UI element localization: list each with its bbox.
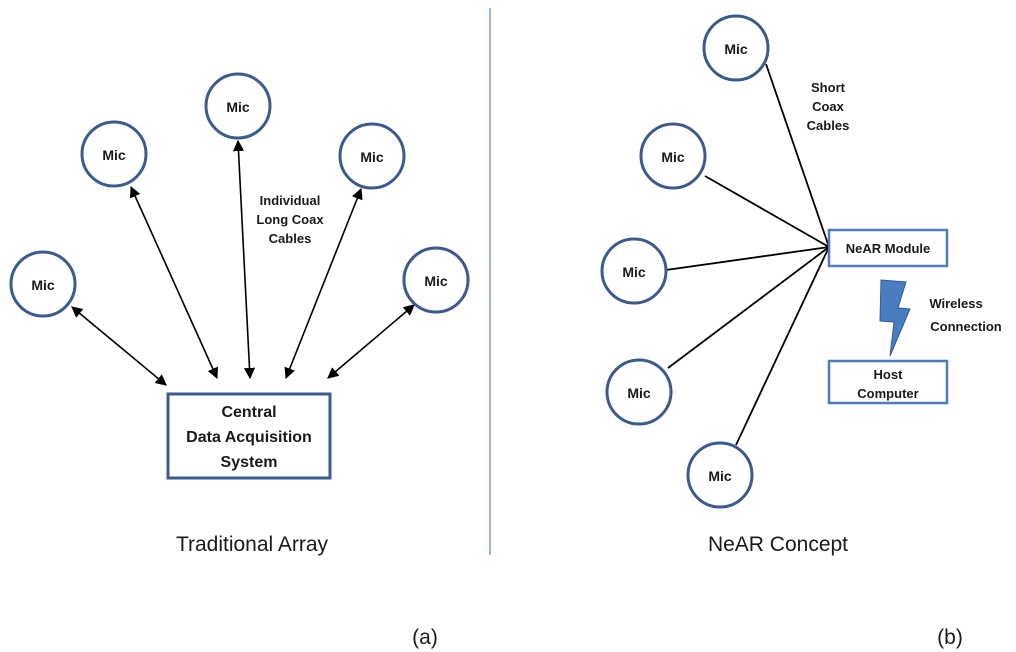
mic-a3: Mic <box>204 72 272 140</box>
mic-label: Mic <box>31 277 55 293</box>
mic-label: Mic <box>661 149 685 165</box>
svg-text:Connection: Connection <box>930 319 1002 334</box>
mic-b2: Mic <box>639 122 707 190</box>
caption-near: NeAR Concept <box>708 533 848 556</box>
wireless-label: Wireless Connection <box>929 296 1001 334</box>
mic-a4: Mic <box>338 122 406 190</box>
near-module-box: NeAR Module <box>827 228 949 268</box>
mic-b1: Mic <box>702 14 770 82</box>
mic-b3: Mic <box>600 237 668 305</box>
mic-label: Mic <box>724 41 748 57</box>
mic-label: Mic <box>622 264 646 280</box>
caption-traditional: Traditional Array <box>176 533 329 556</box>
svg-text:Long Coax: Long Coax <box>256 212 324 227</box>
mic-label: Mic <box>627 385 651 401</box>
short-coax-label: Short Coax Cables <box>807 80 850 133</box>
coax-line-1 <box>765 63 830 248</box>
cable-arrow-2 <box>130 185 218 380</box>
long-coax-label: Individual Long Coax Cables <box>256 193 324 246</box>
sublabel-b: (b) <box>937 626 963 649</box>
svg-text:Individual: Individual <box>260 193 321 208</box>
mic-label: Mic <box>226 99 250 115</box>
mic-a5: Mic <box>402 246 470 314</box>
mic-b4: Mic <box>605 358 673 426</box>
svg-text:Wireless: Wireless <box>929 296 982 311</box>
coax-line-4 <box>667 246 830 369</box>
cable-arrow-5 <box>327 304 415 379</box>
cable-arrow-1 <box>71 306 167 386</box>
sublabel-a: (a) <box>412 626 438 649</box>
coax-line-5 <box>735 246 830 446</box>
mic-a2: Mic <box>80 120 148 188</box>
panel-b: Mic Mic Mic Mic Mic Short Coax Cables Ne… <box>600 14 1002 649</box>
svg-text:NeAR Module: NeAR Module <box>846 241 931 256</box>
mic-a1: Mic <box>9 250 77 318</box>
mic-label: Mic <box>424 273 448 289</box>
cable-arrow-4 <box>284 187 363 380</box>
svg-text:Coax: Coax <box>812 99 845 114</box>
mic-label: Mic <box>708 468 732 484</box>
svg-text:Computer: Computer <box>857 386 918 401</box>
wireless-bolt-icon <box>879 279 911 357</box>
central-daq-box: Central Data Acquisition System <box>166 392 332 480</box>
cable-arrow-3 <box>232 139 256 380</box>
svg-text:Cables: Cables <box>269 231 312 246</box>
mic-label: Mic <box>102 147 126 163</box>
coax-line-2 <box>704 175 830 248</box>
svg-text:Central: Central <box>221 404 276 421</box>
host-computer-box: Host Computer <box>827 359 949 405</box>
svg-text:System: System <box>221 454 278 471</box>
svg-text:Short: Short <box>811 80 846 95</box>
svg-text:Cables: Cables <box>807 118 850 133</box>
svg-text:Host: Host <box>874 367 904 382</box>
svg-text:Data Acquisition: Data Acquisition <box>186 429 312 446</box>
panel-a: Mic Mic Mic Mic Mic Individual Long Coax… <box>9 72 470 649</box>
coax-line-3 <box>665 246 830 271</box>
mic-b5: Mic <box>686 441 754 509</box>
mic-label: Mic <box>360 149 384 165</box>
